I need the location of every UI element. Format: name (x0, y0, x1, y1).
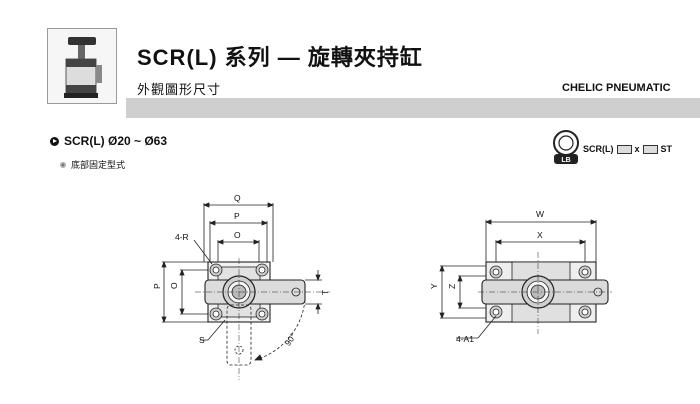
dim-label-o-top: O (234, 230, 241, 240)
cylinder-product-icon (64, 37, 102, 98)
page-title: SCR(L) 系列 — 旋轉夾持缸 (137, 45, 423, 70)
subsection-title: 底部固定型式 (71, 160, 126, 170)
order-code-icon: LB (553, 130, 579, 164)
order-code-box-1 (616, 144, 632, 154)
product-thumbnail (47, 28, 117, 104)
subsection-heading: 底部固定型式 (60, 158, 125, 171)
dim-label-t: T (320, 290, 330, 295)
dim-label-q: Q (234, 193, 241, 203)
order-icon-text: LB (561, 157, 570, 164)
dim-label-p-side: P (152, 283, 162, 289)
dim-label-p-top: P (234, 211, 240, 221)
page-subtitle: 外觀圖形尺寸 (137, 82, 222, 97)
section-title: SCR(L) Ø20 ~ Ø63 (64, 134, 168, 148)
brand-name: CHELIC PNEUMATIC (562, 82, 671, 94)
order-code-separator: x (634, 144, 640, 154)
dim-label-o-side: O (169, 282, 179, 289)
order-code-prefix: SCR(L) (583, 144, 614, 154)
dim-label-w: W (536, 209, 544, 219)
dim-label-x: X (537, 230, 543, 240)
dim-label-angle: 90° (282, 331, 298, 347)
order-code-box-2 (642, 144, 658, 154)
right-view-drawing (439, 219, 612, 339)
dim-label-y: Y (429, 283, 439, 289)
left-view-drawing (161, 202, 330, 380)
section-heading: SCR(L) Ø20 ~ Ø63 (50, 134, 167, 148)
dim-label-s: S (199, 335, 205, 345)
dim-label-r: 4-R (175, 232, 189, 242)
dim-label-z: Z (447, 284, 457, 289)
order-code: SCR(L) x ST (583, 144, 672, 154)
bullet-icon (60, 161, 66, 168)
header-rule (126, 98, 700, 118)
circle-arrow-icon (50, 136, 59, 146)
order-code-suffix: ST (660, 144, 673, 154)
dim-label-a: 4-A1 (456, 334, 474, 344)
page-header: SCR(L) 系列 — 旋轉夾持缸 外觀圖形尺寸 CHELIC PNEUMATI… (0, 0, 700, 118)
